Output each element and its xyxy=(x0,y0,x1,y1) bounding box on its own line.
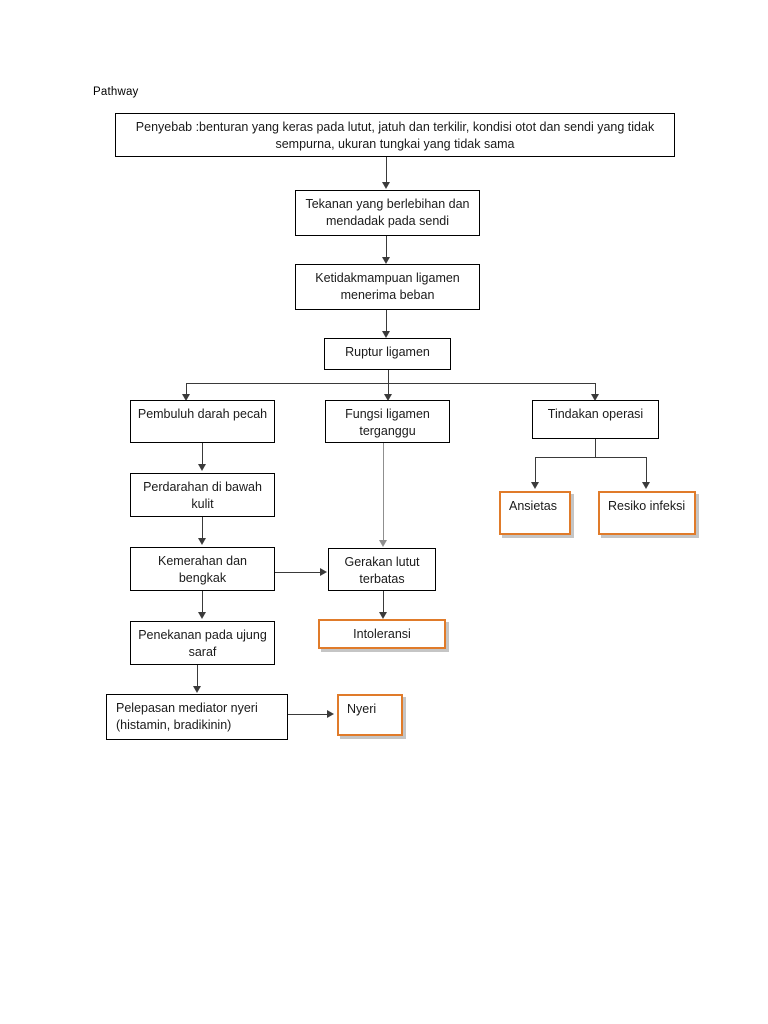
arrowhead-cause-pressure xyxy=(382,182,390,189)
connector-branch-mid xyxy=(388,383,390,395)
arrowhead-mediator xyxy=(193,686,201,693)
connector-bleeding-redness xyxy=(202,517,204,539)
arrowhead-ligamentfail-rupture xyxy=(382,331,390,338)
node-pressure: Tekanan yang berlebihan dan mendadak pad… xyxy=(295,190,480,236)
connector-branch-bus xyxy=(186,383,595,385)
node-mediator-release: Pelepasan mediator nyeri (histamin, brad… xyxy=(106,694,288,740)
arrowhead-nervepressure xyxy=(198,612,206,619)
arrowhead-branch-right xyxy=(591,394,599,401)
connector-pressure-ligamentfail xyxy=(386,236,388,258)
arrowhead-pressure-ligamentfail xyxy=(382,257,390,264)
connector-vessel-bleeding xyxy=(202,443,204,465)
node-ligament-fail: Ketidakmampuan ligamen menerima beban xyxy=(295,264,480,310)
node-surgery: Tindakan operasi xyxy=(532,400,659,439)
node-rupture: Ruptur ligamen xyxy=(324,338,451,370)
arrowhead-vessel-bleeding xyxy=(198,464,206,471)
connector-limitedmotion-intolerance xyxy=(383,591,385,613)
node-vessel-break: Pembuluh darah pecah xyxy=(130,400,275,443)
node-intolerance: Intoleransi xyxy=(318,619,446,649)
connector-rupture-down xyxy=(388,370,390,384)
connector-surgery-left xyxy=(535,457,537,483)
connector-surgery-down xyxy=(595,439,597,458)
connector-surgery-right xyxy=(646,457,648,483)
connector-nervepressure-mediator xyxy=(197,665,199,687)
connector-branch-left xyxy=(186,383,188,395)
connector-redness-limitedmotion xyxy=(275,572,321,574)
page-title: Pathway xyxy=(93,86,139,98)
arrowhead-bleeding-redness xyxy=(198,538,206,545)
connector-cause-pressure xyxy=(386,157,388,183)
node-pain: Nyeri xyxy=(337,694,403,736)
arrowhead-limitedmotion xyxy=(379,540,387,547)
node-ligament-function: Fungsi ligamen terganggu xyxy=(325,400,450,443)
node-redness: Kemerahan dan bengkak xyxy=(130,547,275,591)
node-cause: Penyebab :benturan yang keras pada lutut… xyxy=(115,113,675,157)
node-nerve-pressure: Penekanan pada ujung saraf xyxy=(130,621,275,665)
arrowhead-branch-mid xyxy=(384,394,392,401)
arrowhead-pain xyxy=(327,710,334,718)
arrowhead-branch-left xyxy=(182,394,190,401)
connector-surgery-bus xyxy=(535,457,647,459)
arrowhead-infection xyxy=(642,482,650,489)
node-anxiety: Ansietas xyxy=(499,491,571,535)
arrowhead-anxiety xyxy=(531,482,539,489)
connector-branch-right xyxy=(595,383,597,395)
node-limited-motion: Gerakan lutut terbatas xyxy=(328,548,436,591)
connector-ligamentfunction-limitedmotion xyxy=(383,443,385,541)
connector-ligamentfail-rupture xyxy=(386,310,388,332)
connector-mediator-pain xyxy=(288,714,328,716)
arrowhead-intolerance xyxy=(379,612,387,619)
node-bleeding: Perdarahan di bawah kulit xyxy=(130,473,275,517)
connector-redness-nervepressure xyxy=(202,591,204,613)
node-infection-risk: Resiko infeksi xyxy=(598,491,696,535)
arrowhead-redness-limitedmotion xyxy=(320,568,327,576)
